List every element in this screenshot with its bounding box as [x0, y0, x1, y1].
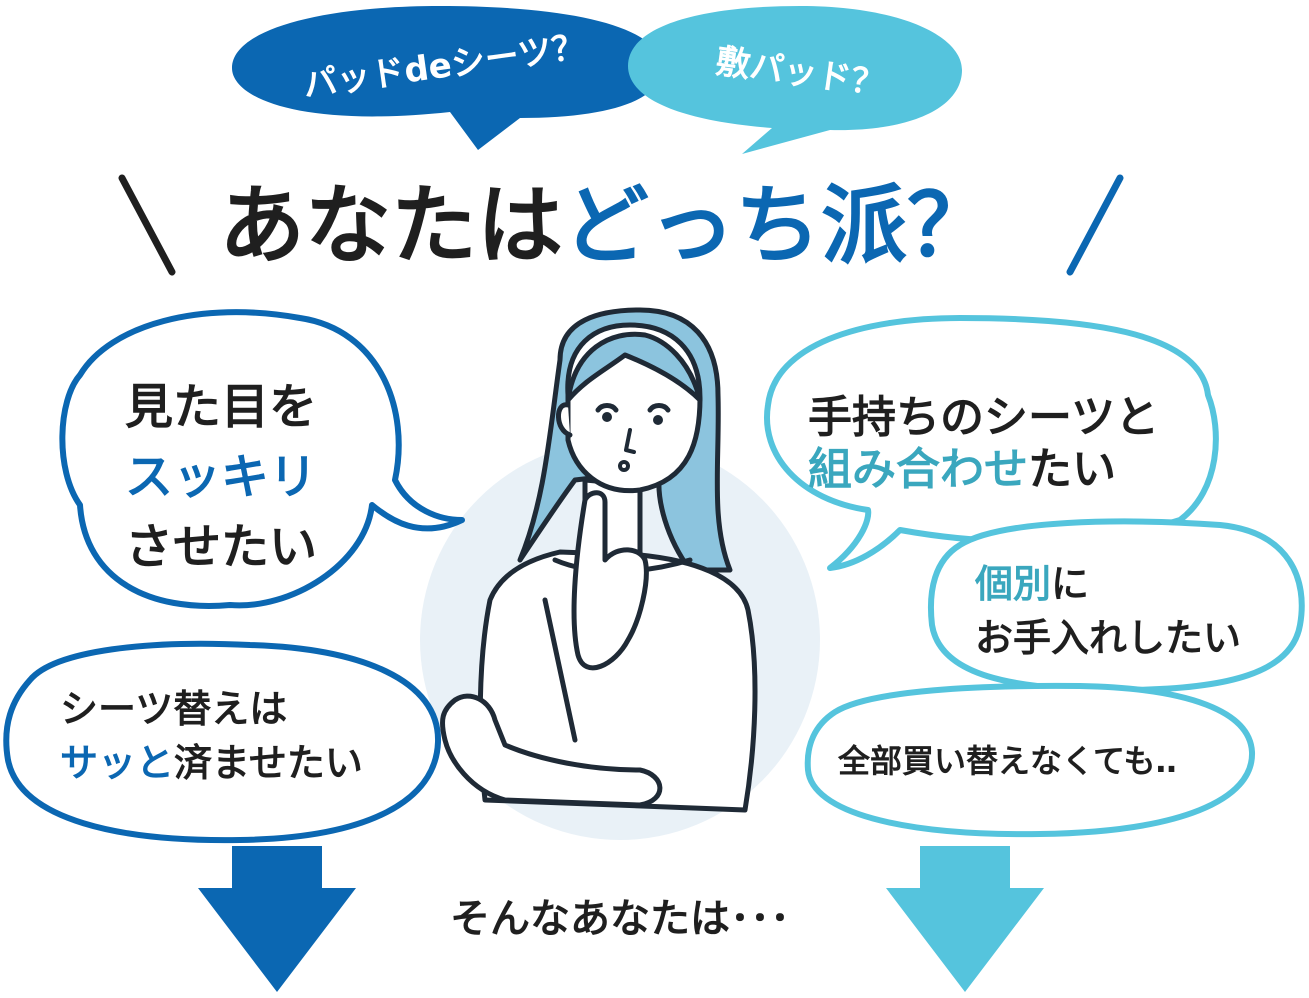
headline-part1: あなたは	[219, 176, 563, 276]
arrow-down-icon-right	[886, 846, 1044, 992]
left-big-line2: スッキリ	[125, 449, 317, 505]
bottom-text: そんなあなたは･･･	[450, 896, 790, 942]
left-small-bubble: シーツ替えは サッと済ませたい	[3, 640, 442, 844]
top-bubble-left: パッドdeシーツ？	[232, 6, 662, 150]
arrow-down-icon-left	[198, 846, 356, 992]
right-mid-line1: 個別に	[974, 562, 1089, 606]
thinking-woman-illustration	[440, 307, 758, 813]
left-small-line2: サッと済ませたい	[60, 741, 363, 785]
left-small-line1: シーツ替えは	[60, 687, 287, 731]
right-small-bubble: 全部買い替えなくても‥	[804, 682, 1256, 838]
left-big-line1: 見た目を	[125, 379, 317, 435]
headline: あなたはどっち派？	[219, 176, 993, 276]
right-mid-line2: お手入れしたい	[975, 616, 1241, 660]
right-mid-bubble: 個別に お手入れしたい	[927, 518, 1305, 694]
right-big-line1: 手持ちのシーツと	[808, 392, 1159, 443]
right-small-line1: 全部買い替えなくても‥	[837, 742, 1177, 780]
headline-part2: どっち派？	[563, 176, 993, 276]
headline-slash-right	[1066, 174, 1124, 276]
left-big-bubble: 見た目を スッキリ させたい	[59, 309, 465, 609]
top-bubble-right: 敷パッド？	[628, 6, 962, 154]
headline-slash-left	[118, 174, 176, 276]
left-big-line3: させたい	[125, 519, 317, 575]
right-big-line2: 組み合わせたい	[808, 444, 1116, 495]
